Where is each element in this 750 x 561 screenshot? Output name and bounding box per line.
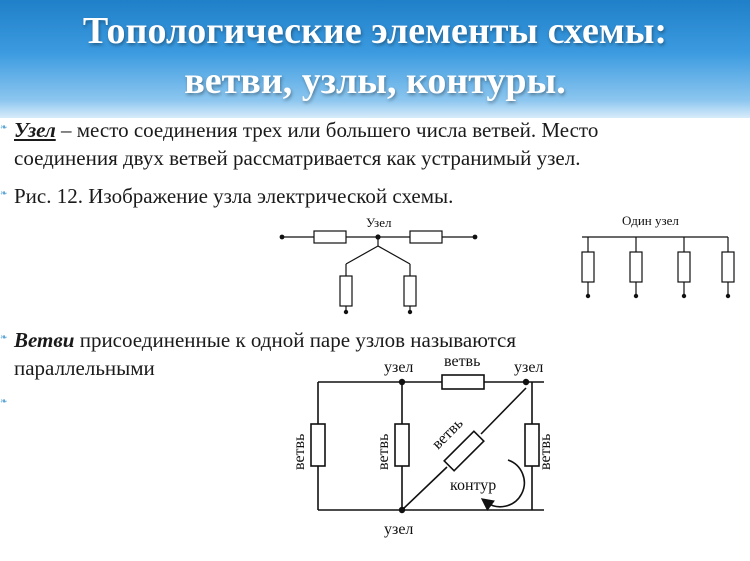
label-node-bottom: узел	[384, 521, 413, 538]
resistor-shape	[581, 251, 595, 283]
paragraph1-line1: – место соединения трех или большего чис…	[55, 118, 599, 142]
branch-top-resistor	[441, 374, 485, 390]
bullet-icon: ❧	[0, 188, 8, 198]
bullet-icon: ❧	[0, 332, 8, 342]
paragraph3-line1: присоединенные к одной паре узлов называ…	[74, 328, 517, 352]
resistor-shape	[403, 275, 417, 307]
resistor-shape	[721, 251, 735, 283]
resistor-shape	[339, 275, 353, 307]
bullet-icon: ❧	[0, 122, 8, 132]
slide-title-line1: Топологические элементы схемы:	[82, 10, 668, 52]
branch-middle-resistor	[394, 423, 410, 467]
slide-title-line2: ветви, узлы, контуры.	[184, 60, 566, 102]
label-branch-top: ветвь	[444, 353, 480, 370]
slide-header: Топологические элементы схемы: ветви, уз…	[0, 0, 750, 118]
label-node: Узел	[366, 215, 392, 230]
resistor-shape	[677, 251, 691, 283]
branch-left-resistor	[310, 423, 326, 467]
resistor-shape	[629, 251, 643, 283]
label-node-top-left: узел	[384, 359, 413, 376]
node-dot	[398, 378, 406, 386]
paragraph3-line2: параллельными	[14, 356, 155, 380]
circuit-figure: узел узел узел ветвь ветвь ветвь ветвь в…	[291, 353, 554, 538]
slide-title: Топологические элементы схемы: ветви, уз…	[0, 6, 750, 106]
label-one-node: Один узел	[622, 213, 679, 228]
resistor-shape	[313, 230, 347, 244]
node-figure: Узел Один узел	[279, 213, 735, 315]
label-loop: контур	[450, 477, 496, 494]
resistor-shape	[409, 230, 443, 244]
figure-caption: Рис. 12. Изображение узла электрической …	[14, 184, 454, 208]
paragraph-node-definition: Узел – место соединения трех или большег…	[14, 116, 598, 172]
paragraph-parallel-branches: Ветви присоединенные к одной паре узлов …	[14, 326, 516, 382]
branch-diagonal-resistor	[443, 430, 485, 472]
node-dot	[398, 506, 406, 514]
label-branch-right: ветвь	[537, 434, 554, 470]
bullet-icon: ❧	[0, 396, 8, 406]
node-dot	[522, 378, 530, 386]
label-branch-middle: ветвь	[375, 434, 392, 470]
node-dot	[375, 234, 381, 240]
loop-arrow-icon	[480, 459, 526, 511]
label-branch-left: ветвь	[291, 434, 308, 470]
term-node: Узел	[14, 118, 56, 142]
label-node-top-right: узел	[514, 359, 543, 376]
paragraph1-line2: соединения двух ветвей рассматривается к…	[14, 146, 581, 170]
term-branches: Ветви	[14, 328, 75, 352]
